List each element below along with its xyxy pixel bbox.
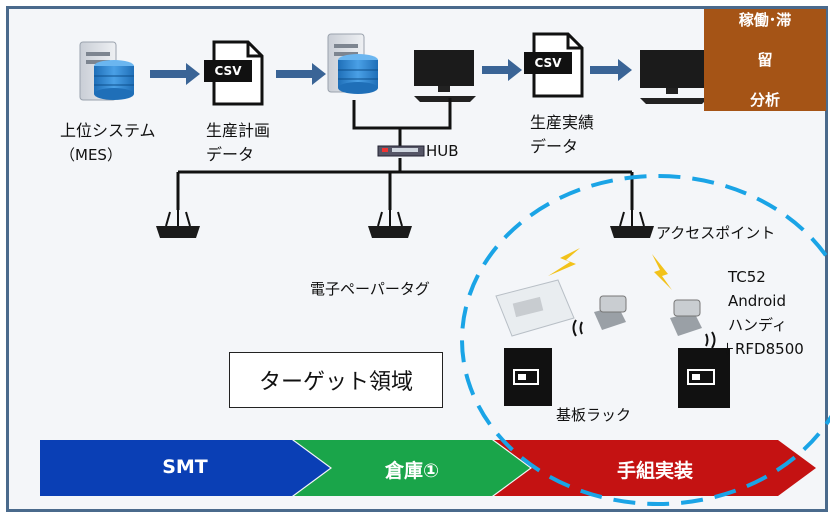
process-step-warehouse-shape xyxy=(294,440,530,496)
target-area-box: ターゲット領域 xyxy=(229,352,443,408)
utilization-analysis-badge: 稼働･滞 留 分析 xyxy=(704,9,826,111)
process-step-assembly-shape xyxy=(494,440,816,496)
label-hub: HUB xyxy=(426,142,459,160)
epaper-tag-icon xyxy=(495,279,575,337)
hub-icon xyxy=(377,145,425,157)
label-access-point: アクセスポイント xyxy=(656,224,776,242)
csv-label-result: CSV xyxy=(534,56,562,70)
label-pcb-rack: 基板ラック xyxy=(556,406,632,424)
network-lines xyxy=(176,98,634,210)
label-result-data-2: データ xyxy=(530,137,579,156)
lightning-icon-1 xyxy=(548,248,580,276)
target-area-circle xyxy=(460,174,830,506)
process-step-smt: SMT xyxy=(162,456,208,478)
label-epaper-tag: 電子ペーパータグ xyxy=(310,280,430,298)
badge-line-2: 留 xyxy=(757,51,773,69)
process-flow xyxy=(40,440,816,496)
badge-line-3: 分析 xyxy=(749,91,780,109)
label-upper-system: 上位システム xyxy=(60,121,156,140)
pc-monitor-icon-2 xyxy=(640,50,708,104)
handheld-scanner-icon-2 xyxy=(670,299,716,349)
csv-file-icon-plan xyxy=(204,40,264,106)
label-handy-model: TC52 xyxy=(728,268,766,286)
label-handy-reader: ＋RFD8500 xyxy=(720,340,804,358)
process-step-hand-assembly: 手組実装 xyxy=(616,460,693,482)
process-step-smt-shape xyxy=(40,440,330,496)
label-result-data-1: 生産実績 xyxy=(530,113,595,132)
csv-label-plan: CSV xyxy=(214,64,242,78)
pcb-rack-icon-1 xyxy=(504,348,552,406)
access-point-icon-1 xyxy=(156,210,200,238)
label-handy-os: Android xyxy=(728,292,786,310)
server-icon-central xyxy=(327,33,378,94)
label-plan-data-2: データ xyxy=(206,145,255,164)
process-step-warehouse: 倉庫① xyxy=(384,460,440,482)
pcb-rack-icon-2 xyxy=(678,348,730,408)
pc-monitor-icon-1 xyxy=(414,50,476,102)
server-icon-mes xyxy=(79,41,134,101)
csv-file-icon-result xyxy=(524,32,584,98)
access-point-icon-3 xyxy=(610,210,654,238)
label-mes: （MES） xyxy=(60,146,122,164)
label-plan-data-1: 生産計画 xyxy=(206,121,271,140)
diagram-frame xyxy=(6,6,828,512)
wireless-signal-icons xyxy=(548,248,672,290)
flow-arrows xyxy=(150,59,632,85)
badge-line-1: 稼働･滞 xyxy=(738,11,792,29)
handheld-scanner-icon-1 xyxy=(572,295,627,337)
label-handy: ハンディ xyxy=(728,316,787,334)
lightning-icon-2 xyxy=(652,254,672,290)
access-point-icon-2 xyxy=(368,210,412,238)
